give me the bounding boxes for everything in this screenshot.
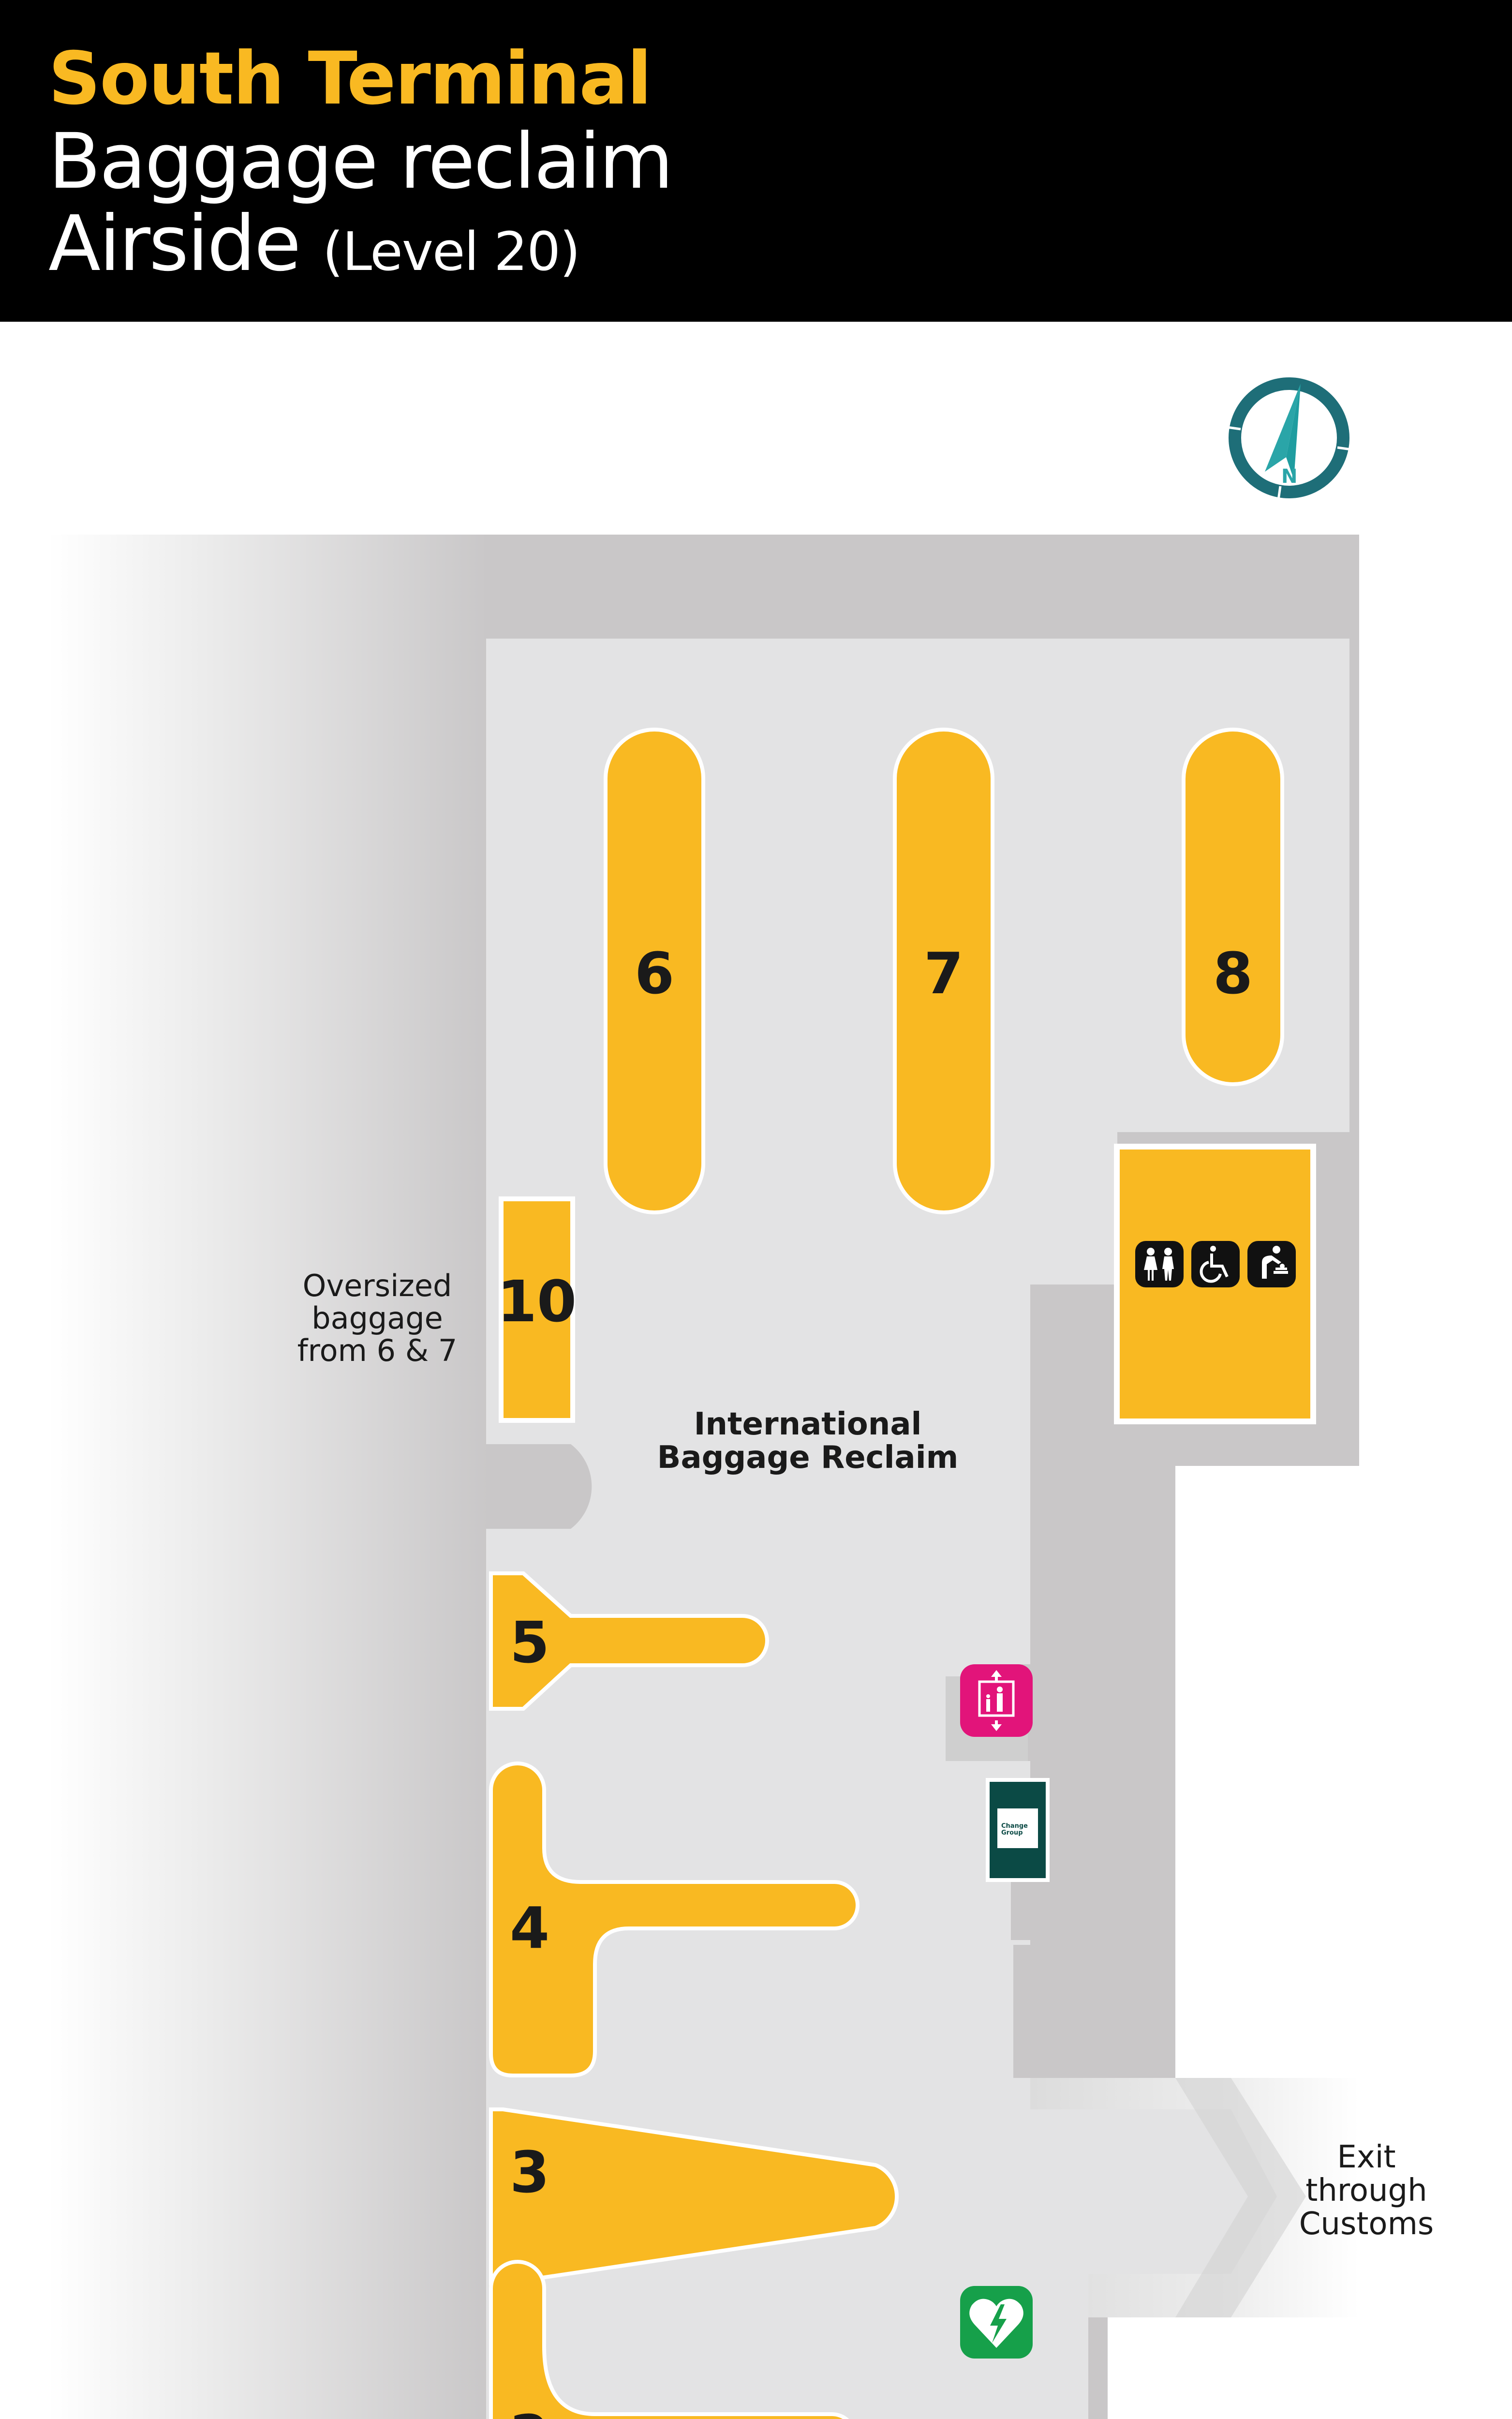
oversized-line-1: Oversized [302, 1268, 452, 1303]
reclaim-5-label: 5 [509, 1609, 550, 1676]
reclaim-7-carousel[interactable] [893, 728, 994, 1214]
reclaim-10-label: 10 [497, 1268, 577, 1335]
north-arrow-compass-icon: N [1227, 377, 1351, 500]
reclaim-4-label: 4 [509, 1895, 550, 1961]
defibrillator-icon[interactable] [960, 2286, 1033, 2359]
change-group-logo: Change Group [997, 1808, 1038, 1848]
area-title: Baggage reclaim [48, 117, 673, 206]
reclaim-10-carousel[interactable] [499, 1196, 575, 1423]
reclaim-6-label: 6 [634, 940, 675, 1007]
reclaim-2-label: 2 [510, 2407, 549, 2419]
reclaim-8-carousel[interactable] [1182, 728, 1284, 1086]
toilet-facilities[interactable] [1135, 1241, 1296, 1287]
baby-change-icon [1247, 1241, 1296, 1287]
side-label: Airside [48, 199, 301, 288]
area-label-line-1: International [694, 1406, 922, 1442]
area-label: International Baggage Reclaim [648, 1406, 967, 1476]
oversized-baggage-label: Oversized baggage from 6 & 7 [290, 1268, 464, 1368]
reclaim-2-carousel[interactable] [489, 2260, 855, 2419]
reclaim-4-carousel[interactable] [489, 1762, 860, 2077]
exit-line-1: Exit [1337, 2139, 1396, 2175]
reclaim-3-carousel[interactable] [489, 2107, 899, 2285]
toilets-icon [1135, 1241, 1184, 1287]
svg-text:N: N [1281, 465, 1297, 488]
currency-exchange-upper[interactable]: Change Group [986, 1778, 1050, 1882]
oversized-line-3: from 6 & 7 [297, 1332, 458, 1368]
wheelchair-icon [1191, 1241, 1240, 1287]
exit-customs-label[interactable]: Exit through Customs [1287, 2139, 1446, 2242]
header-banner: South Terminal Baggage reclaim Airside (… [0, 0, 1512, 322]
side-title: Airside (Level 20) [48, 206, 580, 283]
reclaim-8-label: 8 [1213, 940, 1253, 1007]
exit-line-3: Customs [1299, 2206, 1434, 2242]
area-label-line-2: Baggage Reclaim [657, 1440, 959, 1476]
terminal-title: South Terminal [48, 37, 652, 121]
reclaim-6-carousel[interactable] [604, 728, 705, 1214]
reclaim-7-label: 7 [923, 940, 964, 1007]
lift-icon[interactable] [960, 1664, 1033, 1737]
exit-line-2: through [1305, 2173, 1427, 2209]
oversized-line-2: baggage [311, 1300, 443, 1336]
level-label: (Level 20) [322, 221, 580, 283]
reclaim-5-carousel[interactable] [489, 1571, 769, 1711]
reclaim-3-label: 3 [509, 2139, 550, 2206]
